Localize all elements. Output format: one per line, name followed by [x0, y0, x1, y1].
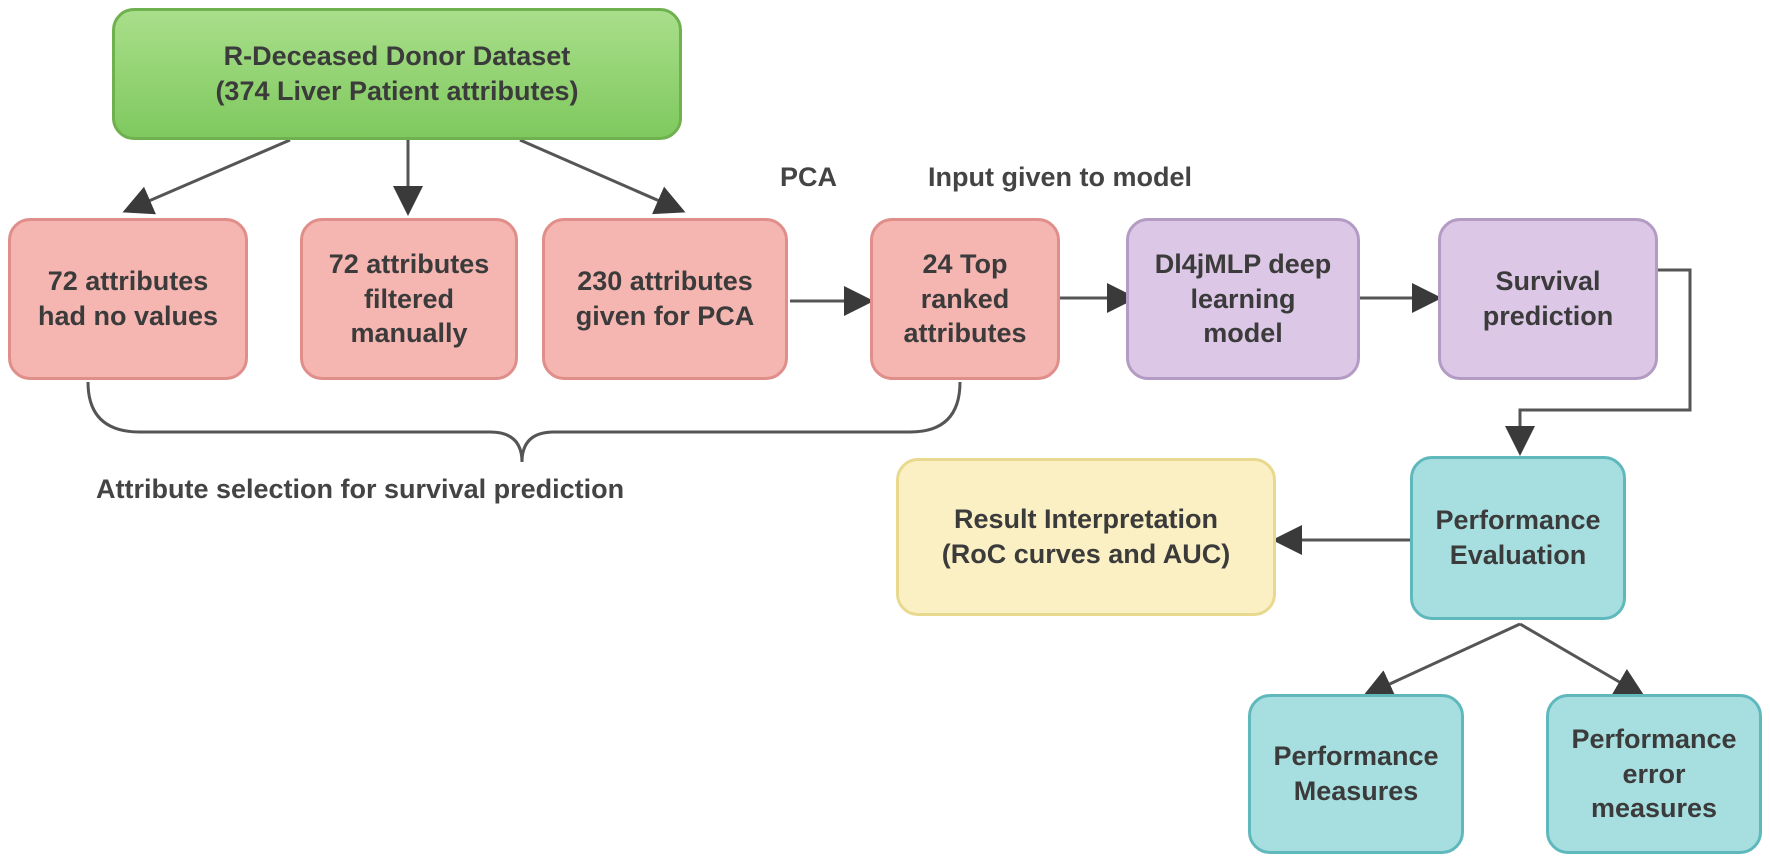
- result-node: Result Interpretation (RoC curves and AU…: [896, 458, 1276, 616]
- arrow-evaluation-to-measures: [1362, 622, 1521, 698]
- survival-node: Survival prediction: [1438, 218, 1658, 380]
- top-ranked-node: 24 Top ranked attributes: [870, 218, 1060, 380]
- arrow-dataset-to-pca-input: [519, 138, 686, 215]
- dl-model-node: Dl4jMLP deep learning model: [1126, 218, 1360, 380]
- pca-label: PCA: [780, 162, 838, 192]
- arrow-survival-to-evaluation: [1505, 268, 1692, 456]
- arrow-evaluation-to-error: [1519, 622, 1646, 698]
- dataset-node: R-Deceased Donor Dataset (374 Liver Pati…: [112, 8, 682, 140]
- attribute-selection-brace: [86, 381, 962, 463]
- arrow-dataset-to-no-values: [122, 138, 291, 215]
- perf-error-node: Performance error measures: [1546, 694, 1762, 854]
- input-given-label: Input given to model: [928, 162, 1192, 192]
- no-values-node: 72 attributes had no values: [8, 218, 248, 380]
- perf-measures-node: Performance Measures: [1248, 694, 1464, 854]
- pca-input-node: 230 attributes given for PCA: [542, 218, 788, 380]
- filtered-node: 72 attributes filtered manually: [300, 218, 518, 380]
- attribute-selection-label: Attribute selection for survival predict…: [96, 474, 625, 504]
- perf-eval-node: Performance Evaluation: [1410, 456, 1626, 620]
